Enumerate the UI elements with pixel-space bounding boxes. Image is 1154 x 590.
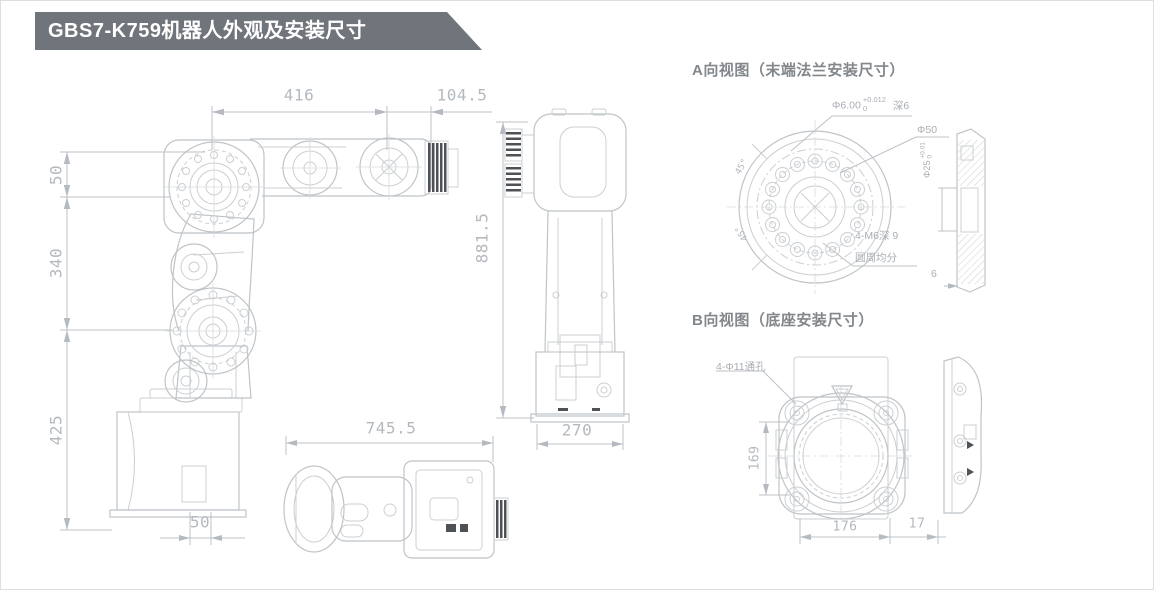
dim-745-5: 745.5 (365, 418, 417, 438)
bolt-spec-line2: 圆周均分 (855, 252, 897, 264)
bore-dia: Φ25 (922, 160, 932, 178)
dim-169: 169 (747, 445, 763, 471)
flange-face-drawing (727, 115, 949, 294)
base-side-drawing (943, 356, 983, 514)
dim-17: 17 (908, 516, 926, 532)
dim-270: 270 (561, 420, 593, 440)
title-banner: GBS7-K759机器人外观及安装尺寸 (35, 12, 482, 50)
flange-thickness-label: 6 (931, 268, 937, 280)
side-view-drawing (504, 108, 630, 423)
dim-425: 425 (46, 414, 66, 446)
view-b-heading: B向视图（底座安装尺寸） (692, 312, 874, 329)
flange-section-drawing (938, 128, 986, 293)
page-title: GBS7-K759机器人外观及安装尺寸 (48, 20, 367, 42)
pin-dia: Φ6.00 (832, 99, 861, 112)
dim-340: 340 (46, 247, 66, 279)
bolt-circle-label: Φ50 (917, 124, 938, 136)
pin-tol-lower: 0 (862, 103, 867, 113)
bore-tol-upper: +0.01 (919, 142, 927, 159)
dim-50-base: 50 (189, 512, 211, 532)
base-plate-drawing (716, 356, 915, 521)
view-a-heading: A向视图（末端法兰安装尺寸） (692, 62, 905, 79)
base-hole-note: 4-Φ11通孔 (716, 361, 766, 373)
dim-881-5: 881.5 (472, 212, 492, 264)
dim-416: 416 (283, 85, 315, 105)
dim-104-5: 104.5 (436, 85, 488, 105)
bolt-spec-line1: 4-M6深 9 (855, 230, 899, 242)
pin-depth: 深6 (892, 99, 910, 112)
dim-176: 176 (832, 519, 858, 535)
bore-tol-lower: 0 (927, 155, 934, 159)
dimension-lines (60, 106, 946, 545)
top-view-drawing (283, 460, 509, 559)
front-view-drawing (109, 134, 459, 518)
pin-tol-upper: +0.012 (862, 95, 886, 104)
dim-50-left: 50 (46, 164, 66, 186)
